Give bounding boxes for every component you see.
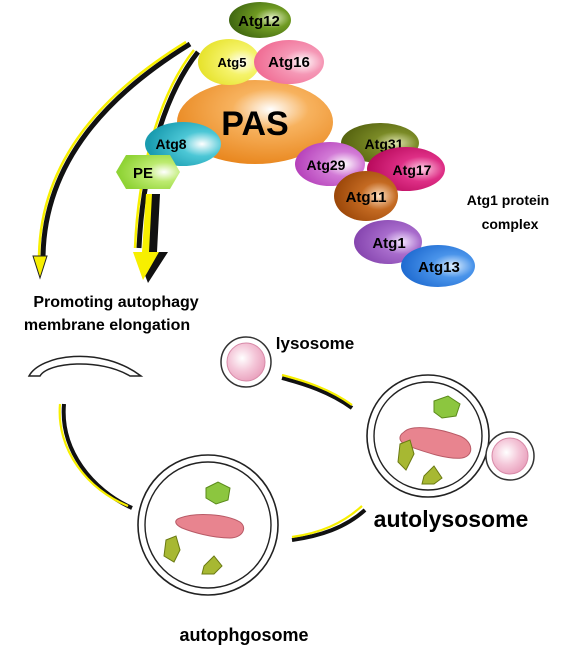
pe-molecule: [116, 155, 180, 189]
atg8-label: Atg8: [155, 136, 186, 152]
lysosome-fused: [485, 431, 535, 481]
autophagosome-cargo-pink: [175, 514, 245, 539]
atg16-label: Atg16: [268, 54, 310, 71]
arrow-to-elongation-left: [32, 40, 192, 280]
atg1-protein-complex: Atg31 Atg17 Atg29 Atg11 Atg1 Atg13 Atg1 …: [295, 123, 549, 287]
atg1-complex-label-line2: complex: [482, 216, 539, 232]
arrow-lysosome-to-autolysosome: [281, 373, 354, 410]
atg29-protein: [295, 142, 365, 186]
atg1-protein: [354, 220, 422, 264]
autolysosome: [366, 374, 490, 498]
atg31-label: Atg31: [365, 136, 404, 152]
atg11-protein: [334, 171, 398, 221]
autophagosome-cargo-olive-1: [163, 535, 181, 563]
autolysosome-cargo-olive-2: [421, 465, 443, 485]
promoting-label-line1: Promoting autophagy: [33, 294, 198, 311]
pas-label: PAS: [221, 105, 288, 143]
arrow-autophagosome-to-autolysosome: [291, 505, 367, 542]
lysosome: [220, 336, 272, 388]
autolysosome-cargo-olive-1: [397, 439, 415, 471]
isolation-membrane: [27, 355, 144, 377]
atg5-protein: [198, 39, 260, 85]
atg13-label: Atg13: [418, 259, 460, 276]
autophagosome-label: autophgosome: [180, 625, 309, 645]
autolysosome-cargo-pink: [399, 427, 472, 459]
atg1-complex-label-line1: Atg1 protein: [467, 192, 549, 208]
autophagosome-cargo-green: [205, 481, 231, 505]
lysosome-label: lysosome: [276, 334, 354, 353]
autolysosome-cargo-green: [433, 395, 461, 419]
pe-label: PE: [133, 165, 153, 182]
atg12-protein: [229, 2, 291, 38]
autolysosome-label: autolysosome: [374, 506, 529, 532]
atg11-label: Atg11: [346, 189, 387, 206]
atg5-label: Atg5: [218, 55, 247, 70]
atg16-protein: [254, 40, 324, 84]
atg29-label: Atg29: [307, 157, 346, 173]
atg1-label: Atg1: [372, 235, 405, 252]
autophagosome: [137, 454, 279, 596]
pas-complex: PAS Atg12 Atg5 Atg16 Atg8 PE: [116, 2, 333, 189]
arrow-pe-down: [133, 194, 168, 283]
promoting-label-line2: membrane elongation: [24, 317, 190, 334]
autophagosome-cargo-olive-2: [201, 555, 223, 575]
atg17-label: Atg17: [393, 162, 432, 178]
atg13-protein: [401, 245, 475, 287]
atg12-label: Atg12: [238, 13, 280, 30]
arrow-membrane-to-autophagosome: [58, 403, 133, 510]
